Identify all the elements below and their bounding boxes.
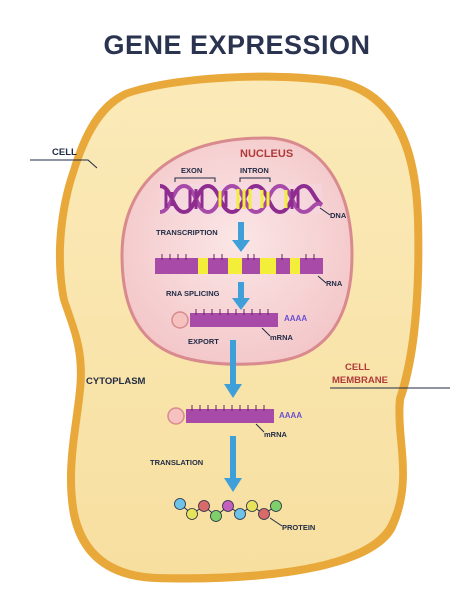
exon-bracket (174, 177, 216, 182)
dna-pointer (319, 207, 331, 216)
intron-bracket (239, 177, 271, 182)
splicing-arrow (232, 282, 250, 310)
amino-acid-bead (210, 510, 222, 522)
rna-pointer (317, 275, 327, 284)
cell-pointer-line (30, 159, 98, 169)
protein-chain (174, 498, 282, 522)
mrna-nucleus-label: mRNA (270, 333, 293, 342)
cell-membrane-label-line1: CELL (345, 362, 370, 373)
page-title: GENE EXPRESSION (103, 30, 371, 60)
amino-acid-bead (186, 508, 198, 520)
amino-acid-bead (246, 500, 258, 512)
intron-label: INTRON (240, 166, 269, 175)
mrna-nucleus-pointer (261, 327, 271, 337)
mrna-cytoplasm-pointer (255, 423, 265, 433)
rna-label: RNA (326, 279, 343, 288)
amino-acid-bead (270, 500, 282, 512)
cell-label: CELL (52, 147, 77, 158)
amino-acid-bead (234, 508, 246, 520)
dna-double-helix (159, 183, 324, 215)
mrna-cytoplasm-strand (167, 405, 274, 425)
nucleus-label: NUCLEUS (240, 148, 294, 160)
cytoplasm-label: CYTOPLASM (86, 376, 146, 387)
protein-pointer (269, 517, 283, 527)
export-arrow (224, 340, 242, 398)
translation-label: TRANSLATION (150, 458, 204, 467)
export-label: EXPORT (188, 337, 219, 346)
poly-a-tail-nucleus: AAAA (284, 314, 308, 323)
rna-splicing-label: RNA SPLICING (166, 289, 220, 298)
amino-acid-bead (258, 508, 270, 520)
mrna-cytoplasm-label: mRNA (264, 430, 287, 439)
protein-label: PROTEIN (282, 523, 316, 532)
transcription-label: TRANSCRIPTION (156, 228, 218, 237)
amino-acid-bead (174, 498, 186, 510)
transcription-arrow (232, 222, 250, 252)
poly-a-tail-cytoplasm: AAAA (279, 411, 303, 420)
rna-strand (155, 254, 323, 274)
amino-acid-bead (198, 500, 210, 512)
dna-label: DNA (330, 211, 347, 220)
cell-membrane-label-line2: MEMBRANE (332, 375, 388, 386)
amino-acid-bead (222, 500, 234, 512)
mrna-nucleus-strand (171, 309, 278, 329)
nucleus (120, 136, 354, 366)
exon-label: EXON (181, 166, 203, 175)
translation-arrow (224, 436, 242, 492)
